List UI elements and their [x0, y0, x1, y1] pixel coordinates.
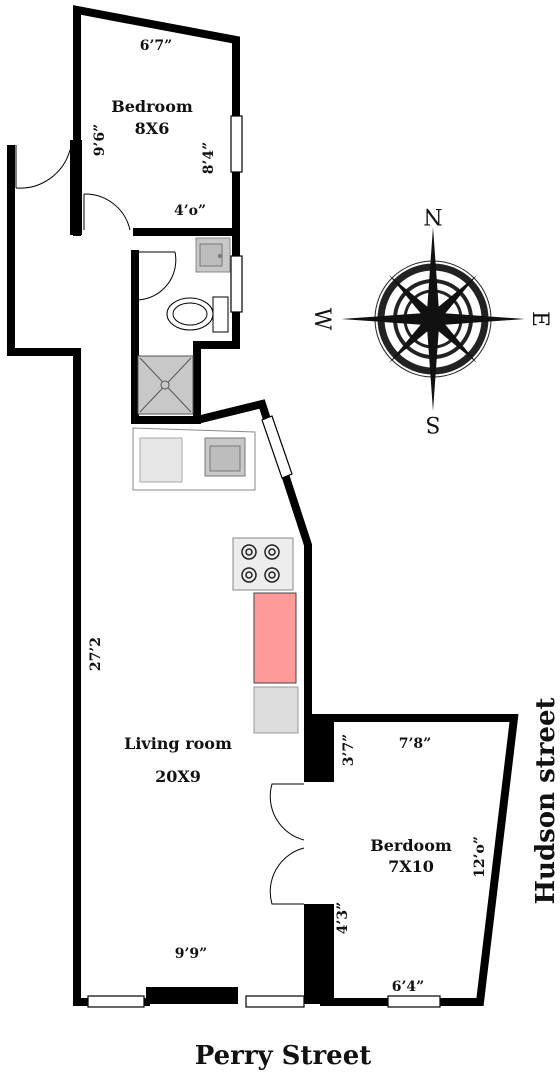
bedroom-top-wall: [73, 5, 240, 236]
windows: [87, 115, 441, 1008]
dim-right-side: 12’o”: [472, 836, 488, 878]
kitchen-counter-pink: [253, 592, 297, 684]
bottom-wall-block: [146, 987, 238, 1004]
dim-right-top: 7’8”: [399, 736, 431, 752]
window-living-left: [87, 995, 145, 1008]
wall-block-upper: [304, 718, 334, 782]
bedroom-top-size: 8X6: [135, 119, 170, 138]
compass-n-label: N: [423, 203, 442, 228]
dim-living-side: 27’2: [88, 637, 104, 671]
double-door-swing-bottom: [269, 847, 305, 905]
compass-w-label: W: [309, 308, 334, 331]
toilet-seat: [172, 302, 208, 326]
dim-top-right: 8’4”: [201, 142, 217, 174]
dim-right-left-lower: 4’3”: [335, 902, 351, 934]
dim-top-bottom: 4’o”: [174, 203, 206, 219]
compass-point-n: [427, 227, 439, 319]
window-bathroom: [230, 255, 243, 313]
dim-right-bottom: 6’4”: [392, 979, 424, 995]
bedroom-right-name: Berdoom: [370, 836, 452, 855]
bathroom-wall: [131, 232, 240, 424]
window-kitchen: [261, 415, 293, 479]
toilet-tank: [212, 296, 229, 333]
bedroom-top-name: Bedroom: [111, 97, 193, 116]
bath-sink-drain: [218, 254, 222, 258]
door-jamb-left: [70, 140, 82, 235]
thick-walls: [70, 140, 334, 1004]
stove-burners: [241, 544, 280, 583]
dishwasher: [139, 437, 183, 483]
window-living-right: [245, 995, 305, 1008]
bedroom-right-size: 7X10: [388, 857, 434, 876]
doors: [15, 145, 305, 905]
bedroom-door-swing: [83, 193, 131, 231]
stove: [232, 537, 294, 591]
street-right-label: Hudson street: [531, 697, 560, 904]
wall-block-lower: [304, 904, 334, 1004]
kitchen-sink-basin: [209, 445, 241, 472]
compass-e-label: E: [527, 311, 552, 327]
dim-top-width: 6’7”: [140, 38, 172, 54]
street-bottom-label: Perry Street: [195, 1041, 372, 1071]
window-bedroom-right: [387, 995, 441, 1008]
fixtures: [132, 237, 299, 734]
shower-drain: [160, 380, 170, 390]
dim-living-bottom: 9’9”: [175, 946, 207, 962]
double-door-swing-top: [269, 783, 305, 841]
compass-point-w: [341, 313, 433, 325]
dim-right-left-upper: 3’7”: [341, 734, 357, 766]
bath-sink-basin: [199, 243, 223, 267]
refrigerator: [253, 686, 299, 734]
compass-diagonals: [389, 275, 477, 363]
outer-wall: [7, 145, 150, 1006]
compass-s-label: S: [425, 411, 440, 436]
dim-top-left: 9’6”: [92, 124, 108, 156]
living-room-name: Living room: [124, 734, 232, 753]
compass-point-s: [427, 319, 439, 411]
compass-point-e: [433, 313, 525, 325]
living-room-size: 20X9: [155, 767, 201, 786]
entry-door-swing: [15, 149, 71, 189]
compass-rose: N S E W: [309, 203, 552, 436]
bath-door-swing: [137, 251, 177, 301]
window-bedroom-top: [230, 115, 243, 173]
